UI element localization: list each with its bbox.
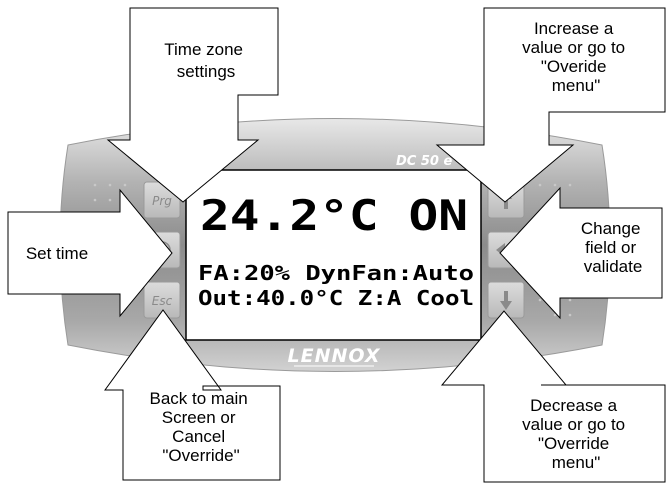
callout-set-time bbox=[7, 188, 173, 318]
lcd-line-fan: FA:20% DynFan:Auto bbox=[198, 261, 474, 285]
lcd-line-outdoor: Out:40.0°C Z:A Cool bbox=[198, 286, 474, 310]
callout-back-text: Back to main Screen or Cancel "Override" bbox=[150, 389, 253, 465]
callout-change-text: Change field or validate bbox=[581, 219, 645, 276]
callout-increase-text: Increase a value or go to "Overide menu" bbox=[522, 19, 630, 95]
callout-increase bbox=[435, 7, 666, 203]
callout-time-zone-text: Time zone settings bbox=[164, 40, 247, 81]
esc-button[interactable]: Esc bbox=[143, 281, 181, 319]
prg-button-label: Prg bbox=[152, 194, 172, 208]
esc-button-label: Esc bbox=[152, 294, 173, 308]
callout-set-time-text: Set time bbox=[26, 244, 88, 263]
model-label: DC 50 e bbox=[396, 154, 452, 169]
lcd-screen: 24.2°C ON FA:20% DynFan:Auto Out:40.0°C … bbox=[185, 169, 482, 341]
callout-decrease-text: Decrease a value or go to "Override menu… bbox=[522, 396, 630, 472]
callout-time-zone bbox=[106, 7, 279, 203]
callout-back bbox=[104, 309, 281, 481]
down-button[interactable] bbox=[487, 281, 525, 319]
lcd-line-temperature: 24.2°C ON bbox=[200, 191, 468, 240]
callout-decrease bbox=[440, 310, 666, 483]
bezel-texture bbox=[93, 183, 572, 317]
arrow-down-icon bbox=[500, 291, 512, 310]
brand-logo: LENNOX bbox=[287, 345, 380, 367]
callout-change bbox=[499, 186, 663, 320]
